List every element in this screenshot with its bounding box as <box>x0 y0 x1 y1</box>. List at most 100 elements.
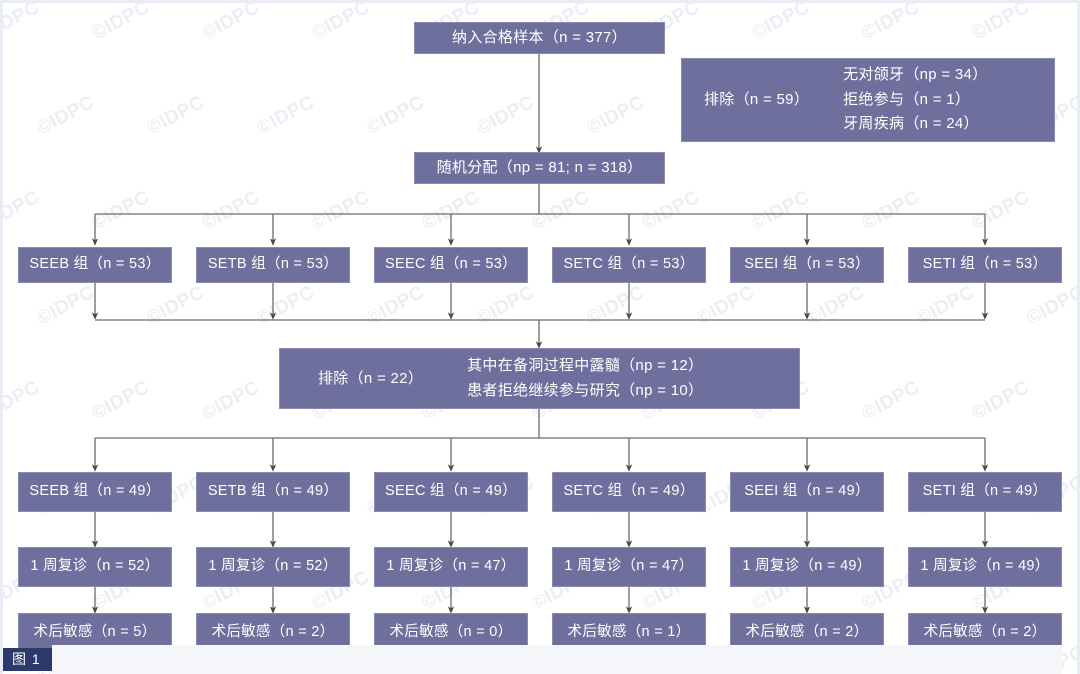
watermark-text: ©IDPC <box>363 281 428 330</box>
watermark-text: ©IDPC <box>0 0 43 45</box>
watermark-text: ©IDPC <box>968 186 1033 235</box>
watermark-text: ©IDPC <box>638 186 703 235</box>
watermark-text: ©IDPC <box>363 91 428 140</box>
followup-seti-label: 1 周复诊（n = 49） <box>920 558 1050 575</box>
watermark-text: ©IDPC <box>143 281 208 330</box>
followup-seei-label: 1 周复诊（n = 49） <box>742 558 872 575</box>
followup-setc-label: 1 周复诊（n = 47） <box>564 558 694 575</box>
node-followup-seec: 1 周复诊（n = 47） <box>374 547 528 587</box>
watermark-text: ©IDPC <box>583 281 648 330</box>
page-edge-left <box>0 0 3 674</box>
followup-seeb-label: 1 周复诊（n = 52） <box>30 558 160 575</box>
sensitivity-seec-label: 术后敏感（n = 0） <box>389 624 513 641</box>
watermark-text: ©IDPC <box>803 281 868 330</box>
watermark-text: ©IDPC <box>33 281 98 330</box>
excluded-first-reason-3: 牙周疾病（n = 24） <box>843 115 979 133</box>
node-randomized: 随机分配（np = 81; n = 318） <box>414 152 665 184</box>
node-excluded-first: 排除（n = 59） 无对颌牙（np = 34） 拒绝参与（n = 1） 牙周疾… <box>681 58 1055 142</box>
allocation-setc-label: SETC 组（n = 53） <box>563 256 695 273</box>
excluded-first-title: 排除（n = 59） <box>704 91 810 109</box>
sensitivity-seei-label: 术后敏感（n = 2） <box>745 624 869 641</box>
figure-caption-label: 图 1 <box>3 648 52 671</box>
watermark-text: ©IDPC <box>308 186 373 235</box>
node-analysis-seti: SETI 组（n = 49） <box>908 472 1062 512</box>
watermark-text: ©IDPC <box>858 0 923 45</box>
excluded-first-reason-1: 无对颌牙（np = 34） <box>843 65 988 83</box>
watermark-text: ©IDPC <box>0 186 43 235</box>
figure-caption-bar <box>51 645 1062 674</box>
watermark-text: ©IDPC <box>748 0 813 45</box>
watermark-text: ©IDPC <box>253 281 318 330</box>
node-followup-setc: 1 周复诊（n = 47） <box>552 547 706 587</box>
allocation-seec-label: SEEC 组（n = 53） <box>385 256 517 273</box>
node-followup-seei: 1 周复诊（n = 49） <box>730 547 884 587</box>
watermark-text: ©IDPC <box>198 376 263 425</box>
figure-caption: 图 1 <box>3 645 1062 674</box>
page-edge-right <box>1077 0 1080 674</box>
watermark-text: ©IDPC <box>88 0 153 45</box>
allocation-seti-label: SETI 组（n = 53） <box>922 256 1048 273</box>
watermark-text: ©IDPC <box>33 91 98 140</box>
node-analysis-seec: SEEC 组（n = 49） <box>374 472 528 512</box>
watermark-text: ©IDPC <box>143 91 208 140</box>
node-enrolled: 纳入合格样本（n = 377） <box>414 22 665 54</box>
watermark-text: ©IDPC <box>88 376 153 425</box>
watermark-text: ©IDPC <box>858 376 923 425</box>
excluded-second-reason-1: 其中在备洞过程中露髓（np = 12） <box>467 356 704 374</box>
node-analysis-seeb: SEEB 组（n = 49） <box>18 472 172 512</box>
watermark-text: ©IDPC <box>473 281 538 330</box>
watermark-text: ©IDPC <box>253 91 318 140</box>
watermark-text: ©IDPC <box>473 91 538 140</box>
watermark-text: ©IDPC <box>198 186 263 235</box>
node-allocation-seeb: SEEB 组（n = 53） <box>18 247 172 283</box>
allocation-setb-label: SETB 组（n = 53） <box>207 256 339 273</box>
node-followup-seti: 1 周复诊（n = 49） <box>908 547 1062 587</box>
followup-seec-label: 1 周复诊（n = 47） <box>386 558 516 575</box>
watermark-text: ©IDPC <box>913 281 978 330</box>
analysis-seei-label: SEEI 组（n = 49） <box>744 483 870 500</box>
watermark-text: ©IDPC <box>88 186 153 235</box>
allocation-seei-label: SEEI 组（n = 53） <box>744 256 870 273</box>
node-allocation-seei: SEEI 组（n = 53） <box>730 247 884 283</box>
watermark-text: ©IDPC <box>418 186 483 235</box>
node-analysis-setc: SETC 组（n = 49） <box>552 472 706 512</box>
watermark-text: ©IDPC <box>0 376 43 425</box>
watermark-text: ©IDPC <box>968 0 1033 45</box>
node-analysis-seei: SEEI 组（n = 49） <box>730 472 884 512</box>
node-allocation-setb: SETB 组（n = 53） <box>196 247 350 283</box>
analysis-seeb-label: SEEB 组（n = 49） <box>29 483 161 500</box>
watermark-text: ©IDPC <box>308 0 373 45</box>
node-allocation-seti: SETI 组（n = 53） <box>908 247 1062 283</box>
sensitivity-seeb-label: 术后敏感（n = 5） <box>33 624 157 641</box>
node-allocation-setc: SETC 组（n = 53） <box>552 247 706 283</box>
watermark-text: ©IDPC <box>693 281 758 330</box>
node-enrolled-label: 纳入合格样本（n = 377） <box>452 29 627 47</box>
node-randomized-label: 随机分配（np = 81; n = 318） <box>436 159 643 177</box>
analysis-setb-label: SETB 组（n = 49） <box>207 483 339 500</box>
excluded-second-title: 排除（n = 22） <box>318 369 424 387</box>
page-edge-top <box>0 0 1080 3</box>
excluded-second-reasons: 其中在备洞过程中露髓（np = 12） 患者拒绝继续参与研究（np = 10） <box>467 354 703 404</box>
excluded-second-reason-2: 患者拒绝继续参与研究（np = 10） <box>467 381 704 399</box>
watermark-text: ©IDPC <box>858 186 923 235</box>
sensitivity-setc-label: 术后敏感（n = 1） <box>567 624 691 641</box>
allocation-seeb-label: SEEB 组（n = 53） <box>29 256 161 273</box>
node-followup-setb: 1 周复诊（n = 52） <box>196 547 350 587</box>
excluded-first-reason-2: 拒绝参与（n = 1） <box>843 90 971 108</box>
node-followup-seeb: 1 周复诊（n = 52） <box>18 547 172 587</box>
watermark-text: ©IDPC <box>968 376 1033 425</box>
watermark-text: ©IDPC <box>1023 281 1080 330</box>
node-excluded-second: 排除（n = 22） 其中在备洞过程中露髓（np = 12） 患者拒绝继续参与研… <box>279 348 800 409</box>
followup-setb-label: 1 周复诊（n = 52） <box>208 558 338 575</box>
watermark-text: ©IDPC <box>583 91 648 140</box>
analysis-seec-label: SEEC 组（n = 49） <box>385 483 517 500</box>
watermark-text: ©IDPC <box>198 0 263 45</box>
node-allocation-seec: SEEC 组（n = 53） <box>374 247 528 283</box>
sensitivity-setb-label: 术后敏感（n = 2） <box>211 624 335 641</box>
sensitivity-seti-label: 术后敏感（n = 2） <box>923 624 1047 641</box>
watermark-text: ©IDPC <box>748 186 813 235</box>
analysis-seti-label: SETI 组（n = 49） <box>922 483 1048 500</box>
watermark-text: ©IDPC <box>528 186 593 235</box>
analysis-setc-label: SETC 组（n = 49） <box>563 483 695 500</box>
